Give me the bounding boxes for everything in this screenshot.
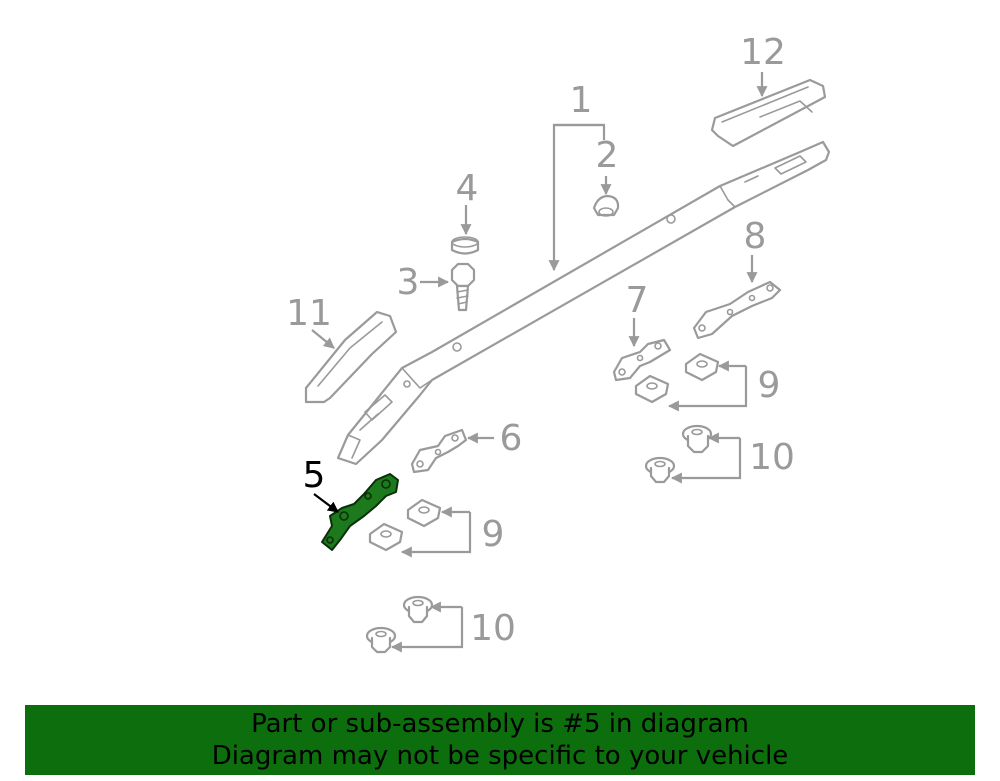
callout-7: 7 [626,280,649,321]
callout-8: 8 [744,216,767,257]
bracket-8-part [692,280,782,340]
callout-2: 2 [596,135,619,176]
clip-nut-lower-a-part [406,498,442,528]
flange-nut-right-b-part [644,456,676,484]
rear-end-cover-part [710,78,827,148]
callout-1: 1 [570,80,593,121]
callout-3: 4 [456,168,479,209]
flange-nut-lower-b-part [365,626,397,654]
banner-line-part-number: Part or sub-assembly is #5 in diagram [251,709,749,739]
part-info-banner: Part or sub-assembly is #5 in diagram Di… [25,705,975,775]
callout-5: 5 [303,455,326,496]
clip-nut-upper-b-part [634,374,670,404]
flange-nut-lower-a-part [402,595,434,624]
callout-labels: 1 2 4 3 5 6 7 8 9 9 10 10 11 12 [286,32,795,649]
roof-rail-part [336,140,831,466]
callout-6: 6 [500,418,523,459]
clip-nut-lower-b-part [368,522,404,552]
callout-10-lower: 10 [470,608,516,649]
callout-12: 12 [740,32,786,73]
flange-nut-right-a-part [681,424,713,454]
stud-part [450,262,476,312]
leader-lines [311,72,768,653]
bracket-7-part [612,338,672,382]
callout-10-upper: 10 [749,437,795,478]
plug-part [592,194,620,217]
front-end-cover-part [304,310,398,404]
callout-9-upper: 9 [758,365,781,406]
parts-diagram: 1 2 4 3 5 6 7 8 9 9 10 10 11 12 [286,32,831,654]
callout-4: 3 [397,262,420,303]
bracket-5-highlighted-part [321,473,399,551]
callout-11: 11 [286,293,332,334]
clip-nut-upper-a-part [684,352,720,382]
cap-part [450,236,480,255]
callout-9-lower: 9 [482,514,505,555]
banner-line-disclaimer: Diagram may not be specific to your vehi… [211,741,789,771]
bracket-6-part [410,428,468,474]
